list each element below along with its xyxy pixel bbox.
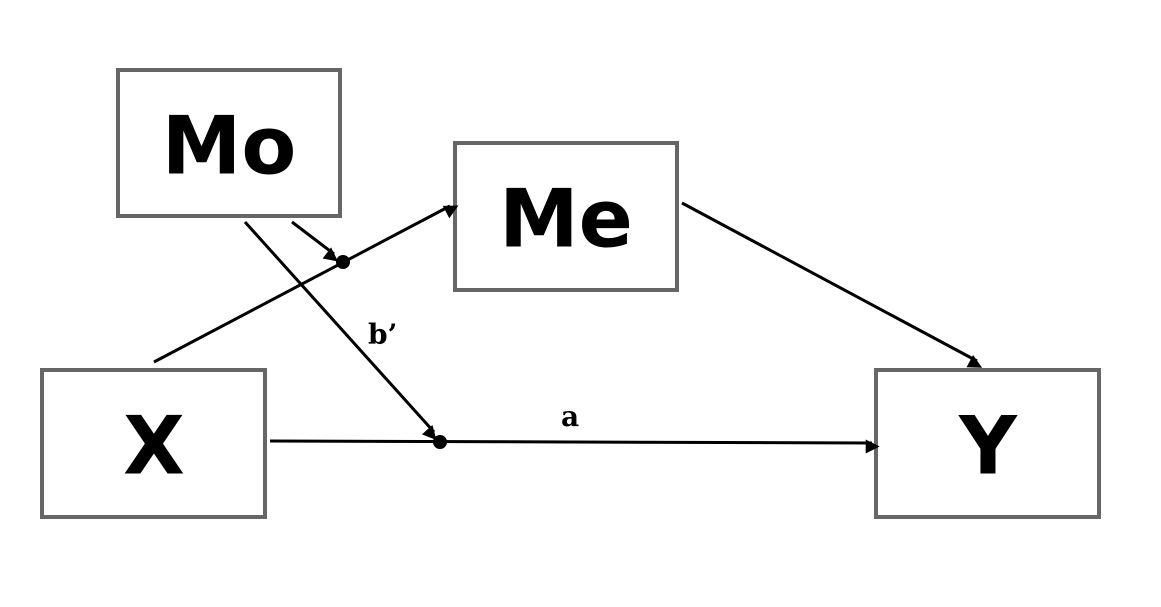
node-mo: Mo bbox=[116, 68, 342, 218]
node-y-label: Y bbox=[958, 400, 1018, 493]
edge-mo-to-x-me-path bbox=[291, 220, 339, 262]
node-mo-label: Mo bbox=[162, 100, 297, 193]
edge-label-b-prime: b’ bbox=[368, 318, 397, 351]
node-me: Me bbox=[453, 141, 679, 292]
node-y: Y bbox=[874, 368, 1101, 519]
node-x: X bbox=[40, 368, 267, 519]
edge-me-to-y bbox=[681, 201, 983, 368]
junction-x-y-path bbox=[433, 435, 447, 449]
node-y-box bbox=[874, 368, 1101, 519]
node-x-box bbox=[40, 368, 267, 519]
node-me-label: Me bbox=[499, 173, 633, 266]
node-me-box bbox=[453, 141, 679, 292]
node-mo-box bbox=[116, 68, 342, 218]
edge-x-to-y bbox=[269, 439, 880, 454]
junction-x-me-path bbox=[336, 255, 350, 269]
edge-mo-to-x-y-path bbox=[243, 220, 437, 441]
node-x-label: X bbox=[123, 400, 185, 493]
edge-label-a: a bbox=[561, 400, 579, 433]
